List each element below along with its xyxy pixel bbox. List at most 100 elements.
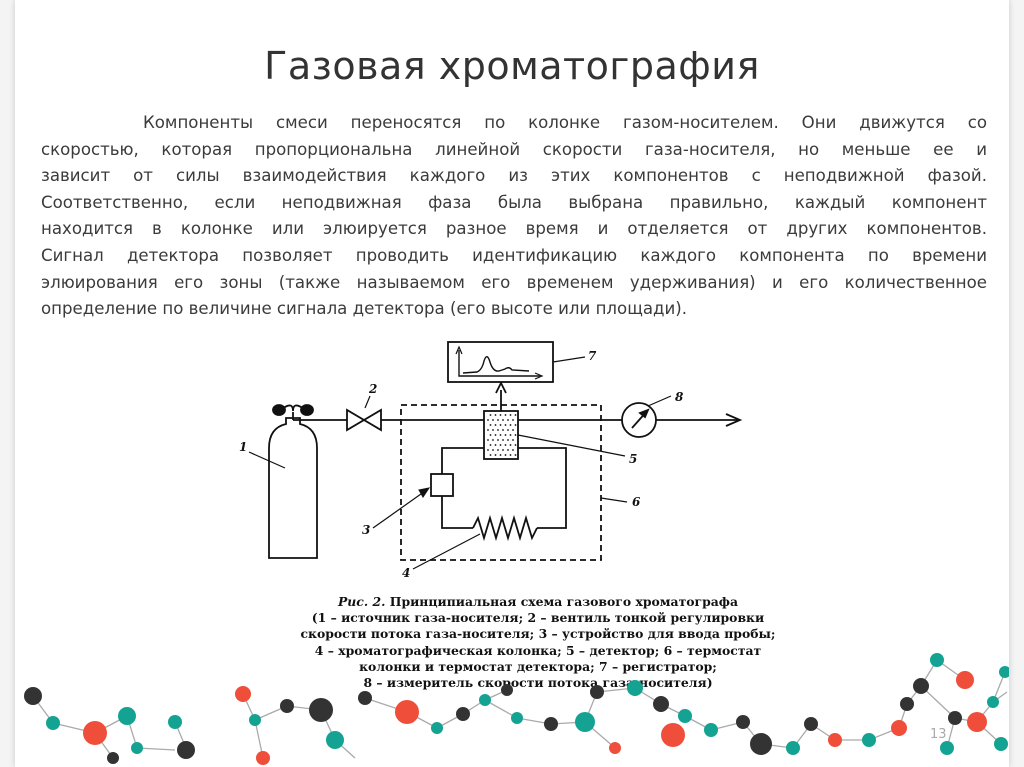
detector-dot	[497, 429, 499, 431]
detector-dot	[509, 414, 512, 416]
recorder-chromatogram	[462, 356, 530, 374]
detector-dot	[487, 439, 489, 441]
detector-dot	[489, 414, 492, 416]
detector-dot	[507, 429, 509, 431]
detector-dot	[499, 424, 502, 426]
molecule-decoration	[24, 653, 1009, 765]
label-6: 6	[632, 495, 641, 509]
leader-line-7	[552, 356, 586, 363]
label-4: 4	[402, 566, 410, 580]
label-2: 2	[368, 382, 377, 396]
detector-dot	[504, 454, 507, 456]
detector-dot	[489, 454, 492, 456]
detector-dot	[504, 424, 507, 426]
detector-dot	[487, 449, 489, 451]
detector-dot	[492, 429, 494, 431]
detector-dot	[509, 454, 512, 456]
paragraph-line: скоростью, которая пропорциональна линей…	[41, 139, 987, 159]
paragraph-line: зависит от силы взаимодействия каждого и…	[41, 166, 987, 186]
detector-dot	[497, 449, 499, 451]
paragraph-line: Компоненты смеси переносятся по колонке …	[143, 113, 987, 132]
detector-dot	[499, 444, 502, 446]
body-paragraph: Компоненты смеси переносятся по колонке …	[41, 110, 987, 323]
leader-line-4	[412, 533, 481, 570]
label-5: 5	[629, 452, 637, 466]
recorder-signal-arrow	[495, 380, 507, 394]
detector-dot	[487, 419, 489, 421]
paragraph-line: элюирования его зоны (также называемом е…	[41, 272, 987, 292]
detector-dot	[514, 444, 517, 446]
recorder-x-arrow	[534, 372, 544, 380]
caption-line: 4 – хроматографическая колонка; 5 – дете…	[314, 642, 762, 658]
leader-line-8	[647, 395, 672, 407]
detector-dot	[489, 444, 492, 446]
detector-dot	[494, 434, 497, 436]
detector-dot	[502, 449, 504, 451]
label-3: 3	[362, 523, 370, 537]
detector-dot	[502, 429, 504, 431]
detector-dot	[512, 419, 514, 421]
detector-dot	[492, 439, 494, 441]
detector-dot	[514, 454, 517, 456]
detector-dot	[514, 424, 517, 426]
molecule-nodes	[24, 653, 1009, 765]
cylinder-valve-knob-right	[300, 404, 314, 416]
page-title: Газовая хроматография	[264, 44, 760, 88]
detector-dot	[507, 439, 509, 441]
recorder-axes	[458, 350, 540, 377]
slide: Газовая хроматография Компоненты смеси п…	[15, 0, 1009, 767]
injector	[430, 473, 454, 497]
detector-dot	[504, 444, 507, 446]
detector-dot	[502, 419, 504, 421]
detector-dot	[509, 434, 512, 436]
detector-dot	[487, 429, 489, 431]
detector-dot	[497, 419, 499, 421]
flow-meter-needle-tip	[638, 408, 650, 419]
detector-dot	[514, 434, 517, 436]
paragraph-line: находится в колонке или элюируется разно…	[41, 219, 987, 239]
detector-dot	[514, 414, 517, 416]
leader-line-5	[517, 434, 626, 457]
detector-dot	[494, 414, 497, 416]
detector-dot	[507, 449, 509, 451]
detector-dot	[507, 419, 509, 421]
detector-dot	[494, 454, 497, 456]
label-7: 7	[588, 349, 597, 363]
detector-fill-dots	[487, 414, 517, 456]
page-number: 13	[930, 727, 947, 742]
detector-dot	[492, 419, 494, 421]
column-loop	[441, 447, 484, 474]
detector-dot	[497, 439, 499, 441]
detector-dot	[494, 424, 497, 426]
leader-line-1	[248, 451, 286, 469]
detector-dot	[499, 454, 502, 456]
caption-ref: Рис. 2.	[337, 594, 386, 609]
detector-dot	[494, 444, 497, 446]
molecule-bonds	[32, 659, 1008, 759]
detector-dot	[502, 439, 504, 441]
detector-dot	[509, 444, 512, 446]
detector-dot	[489, 434, 492, 436]
caption-line: колонки и термостат детектора; 7 – регис…	[359, 658, 717, 674]
column-loop	[518, 447, 567, 529]
detector-dot	[492, 449, 494, 451]
chromatograph-schematic: 1 2 3 4 5 6 7 8	[239, 341, 743, 580]
caption-line: (1 – источник газа-носителя; 2 – вентиль…	[311, 610, 765, 626]
column-loop	[441, 496, 473, 529]
outlet-arrow	[725, 413, 743, 427]
detector-dot	[499, 434, 502, 436]
detector-dot	[512, 439, 514, 441]
caption-line: 8 – измеритель скорости потока газа-носи…	[363, 675, 713, 691]
cylinder-valve-knob-left	[272, 404, 286, 416]
caption-line: скорости потока газа-носителя; 3 – устро…	[300, 626, 776, 642]
paragraph-line: Сигнал детектора позволяет проводить иде…	[41, 245, 987, 265]
leader-line-2	[364, 395, 371, 409]
label-8: 8	[675, 390, 684, 404]
detector-dot	[512, 429, 514, 431]
label-1: 1	[239, 440, 247, 454]
detector-dot	[489, 424, 492, 426]
caption-title: Принципиальная схема газового хроматогра…	[389, 594, 739, 609]
leader-line-6	[600, 497, 628, 503]
paragraph-line: Соответственно, если неподвижная фаза бы…	[41, 192, 987, 212]
paragraph-line: определение по величине сигнала детектор…	[41, 299, 687, 319]
